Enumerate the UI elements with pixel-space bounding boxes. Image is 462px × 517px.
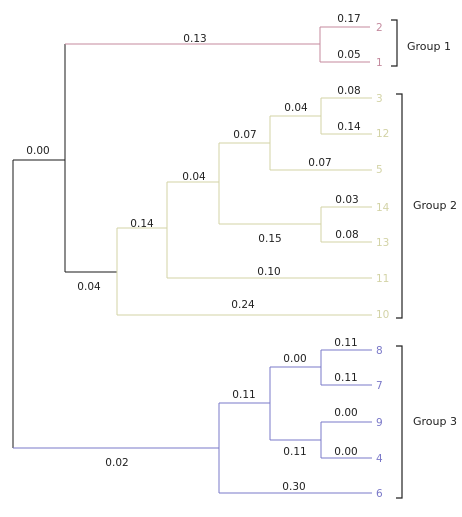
group3-bracket bbox=[396, 345, 403, 499]
branch-length-node-f: 0.11 bbox=[232, 389, 255, 401]
leaf-label-13: 13 bbox=[376, 237, 389, 249]
branch-length-node-h: 0.11 bbox=[283, 446, 306, 458]
branch-length-leaf-1: 0.05 bbox=[337, 49, 360, 61]
branch-length-node-a: 0.14 bbox=[130, 218, 154, 230]
branch-length-node-b: 0.04 bbox=[182, 171, 206, 183]
leaf-label-1: 1 bbox=[376, 57, 383, 69]
branch-length-node-g: 0.00 bbox=[283, 353, 306, 365]
branch-length-leaf-2: 0.17 bbox=[337, 13, 360, 25]
branch-length-leaf-11: 0.10 bbox=[257, 266, 280, 278]
leaf-label-4: 4 bbox=[376, 453, 383, 465]
branch-length-leaf-6: 0.30 bbox=[282, 481, 305, 493]
branch-length-group2-stem: 0.04 bbox=[77, 281, 101, 293]
branch-length-leaf-5: 0.07 bbox=[308, 157, 331, 169]
leaf-label-5: 5 bbox=[376, 164, 383, 176]
leaf-label-3: 3 bbox=[376, 93, 383, 105]
leaf-label-9: 9 bbox=[376, 417, 383, 429]
group-label-1: Group 1 bbox=[407, 40, 451, 53]
branch-length-node-c: 0.07 bbox=[233, 129, 256, 141]
group2-bracket bbox=[396, 93, 403, 319]
branch-length-node-e: 0.15 bbox=[258, 233, 281, 245]
branch-length-leaf-4: 0.00 bbox=[334, 446, 357, 458]
branch-length-leaf-3: 0.08 bbox=[337, 85, 360, 97]
group-label-3: Group 3 bbox=[413, 415, 457, 428]
leaf-label-14: 14 bbox=[376, 202, 390, 214]
group1-bracket bbox=[391, 19, 398, 67]
branch-length-leaf-9: 0.00 bbox=[334, 407, 357, 419]
leaf-label-8: 8 bbox=[376, 345, 383, 357]
branch-length-group3-stem: 0.02 bbox=[105, 457, 128, 469]
leaf-label-10: 10 bbox=[376, 309, 389, 321]
branch-length-leaf-10: 0.24 bbox=[231, 299, 255, 311]
group-brackets bbox=[391, 19, 403, 499]
branch-length-node-d: 0.04 bbox=[284, 102, 308, 114]
leaf-label-6: 6 bbox=[376, 488, 383, 500]
leaf-label-11: 11 bbox=[376, 273, 389, 285]
leaf-label-7: 7 bbox=[376, 380, 383, 392]
leaf-label-12: 12 bbox=[376, 128, 389, 140]
branch-length-leaf-13: 0.08 bbox=[335, 229, 358, 241]
branch-length-leaf-7: 0.11 bbox=[334, 372, 357, 384]
branch-length-leaf-8: 0.11 bbox=[334, 337, 357, 349]
leaf-label-2: 2 bbox=[376, 22, 383, 34]
branch-length-leaf-12: 0.14 bbox=[337, 121, 361, 133]
tree-branches bbox=[12, 26, 372, 494]
group-label-2: Group 2 bbox=[413, 199, 457, 212]
branch-length-root: 0.00 bbox=[26, 145, 49, 157]
branch-length-leaf-14: 0.03 bbox=[335, 194, 358, 206]
branch-length-group1-stem: 0.13 bbox=[183, 33, 206, 45]
